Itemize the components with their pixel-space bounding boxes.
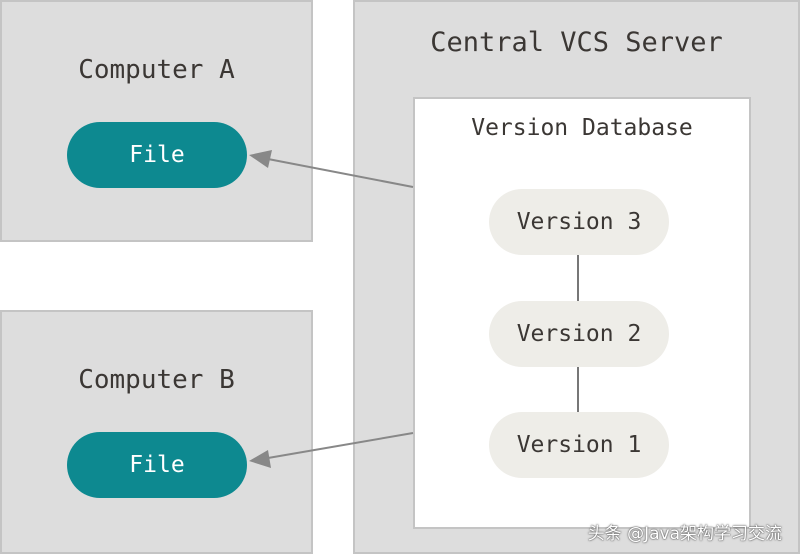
version-1-node: Version 1 [489, 412, 669, 478]
version-3-node: Version 3 [489, 189, 669, 255]
watermark: 头条 @Java架构学习交流 [587, 524, 782, 544]
computer-a-file: File [67, 122, 247, 188]
computer-a-title: Computer A [78, 55, 235, 85]
computer-b-file: File [67, 432, 247, 498]
database-title: Version Database [471, 115, 693, 141]
server-title: Central VCS Server [430, 27, 723, 58]
computer-a-box [0, 0, 313, 242]
version-2-node: Version 2 [489, 301, 669, 367]
computer-b-title: Computer B [78, 365, 235, 395]
